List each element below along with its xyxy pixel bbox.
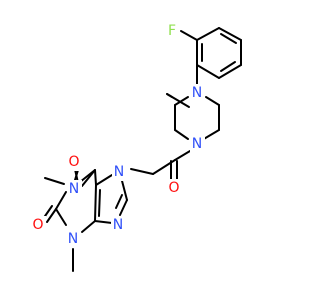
bond xyxy=(174,150,191,161)
bond xyxy=(152,159,176,175)
bond xyxy=(79,169,96,183)
bond xyxy=(44,177,65,185)
bond xyxy=(55,208,67,226)
bond xyxy=(94,169,97,186)
bond xyxy=(205,96,220,106)
double-bond xyxy=(119,199,128,216)
double-bond xyxy=(220,33,237,44)
bond xyxy=(95,174,113,186)
double-bond xyxy=(98,189,101,217)
ketone-oxygen-label: O xyxy=(168,180,179,196)
bond xyxy=(81,220,96,233)
piperazine-ring xyxy=(166,93,220,144)
n9-label: N xyxy=(113,217,123,233)
structure-diagram: F N N O N O N O N N xyxy=(31,22,242,272)
bond xyxy=(166,93,173,98)
c2-oxygen-label: O xyxy=(32,217,43,233)
bond xyxy=(218,64,242,79)
bond xyxy=(174,129,189,140)
bond xyxy=(174,96,189,106)
c6-oxygen-label: O xyxy=(68,154,79,170)
molecule-canvas: F N N O N O N O N N xyxy=(31,22,242,272)
bond xyxy=(180,30,198,41)
bond xyxy=(218,27,242,41)
piperazine-n-bottom-label: N xyxy=(192,136,202,152)
n3-label: N xyxy=(68,231,78,247)
bond xyxy=(130,168,154,175)
fluorophenyl-ring xyxy=(196,27,242,79)
double-bond xyxy=(46,208,57,223)
bond xyxy=(94,220,113,224)
double-bond xyxy=(220,61,236,72)
fluorine-label: F xyxy=(168,23,176,39)
piperazine-n-top-label: N xyxy=(192,85,202,101)
bond xyxy=(94,184,97,222)
n1-label: N xyxy=(69,181,79,197)
bond xyxy=(196,64,220,79)
double-bond xyxy=(115,194,123,209)
bond xyxy=(196,27,220,41)
atom-labels: F N N O N O N O N N xyxy=(31,22,205,248)
n7-label: N xyxy=(114,164,124,180)
bond xyxy=(55,191,67,210)
